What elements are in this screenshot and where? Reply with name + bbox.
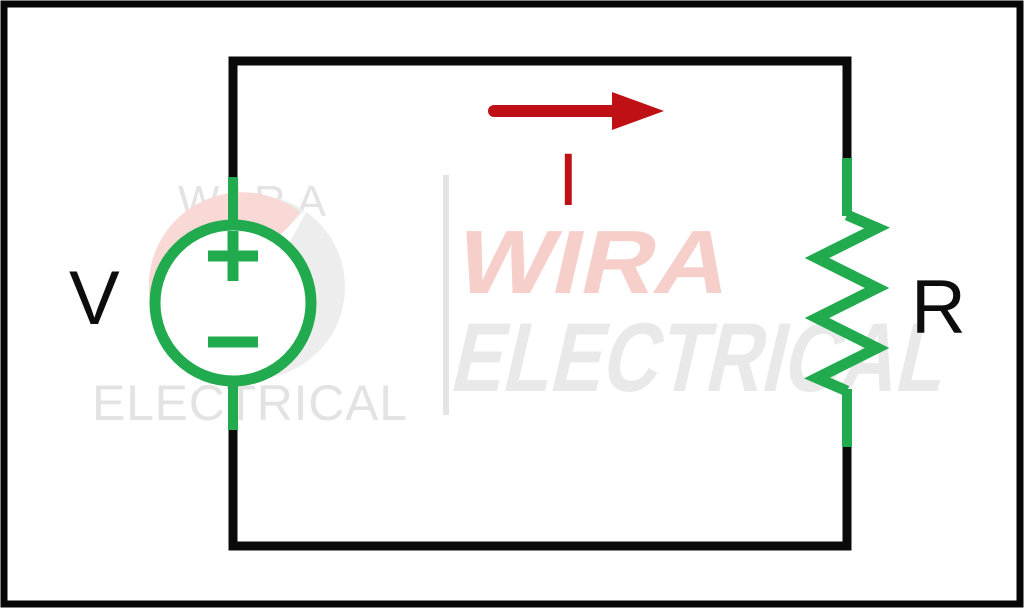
wire-bottom xyxy=(228,428,852,551)
voltage-source-circle xyxy=(149,219,317,387)
voltage-source-symbol xyxy=(149,177,317,430)
voltage-label: V xyxy=(69,256,120,341)
current-label: I xyxy=(558,138,579,221)
resistor-symbol xyxy=(803,158,891,447)
watermark-center-brand: WIRA xyxy=(447,212,742,313)
wire-top xyxy=(228,56,852,179)
label-layer: V R I xyxy=(69,138,966,350)
circuit-layer xyxy=(149,56,891,551)
current-arrow-icon xyxy=(488,92,664,130)
watermark-divider xyxy=(443,175,449,415)
current-arrow-head xyxy=(612,92,664,130)
resistor-zigzag xyxy=(803,209,891,397)
resistor-label: R xyxy=(911,265,966,350)
plus-icon xyxy=(208,231,258,281)
watermark-center-word: ELECTRICAL xyxy=(443,303,960,413)
